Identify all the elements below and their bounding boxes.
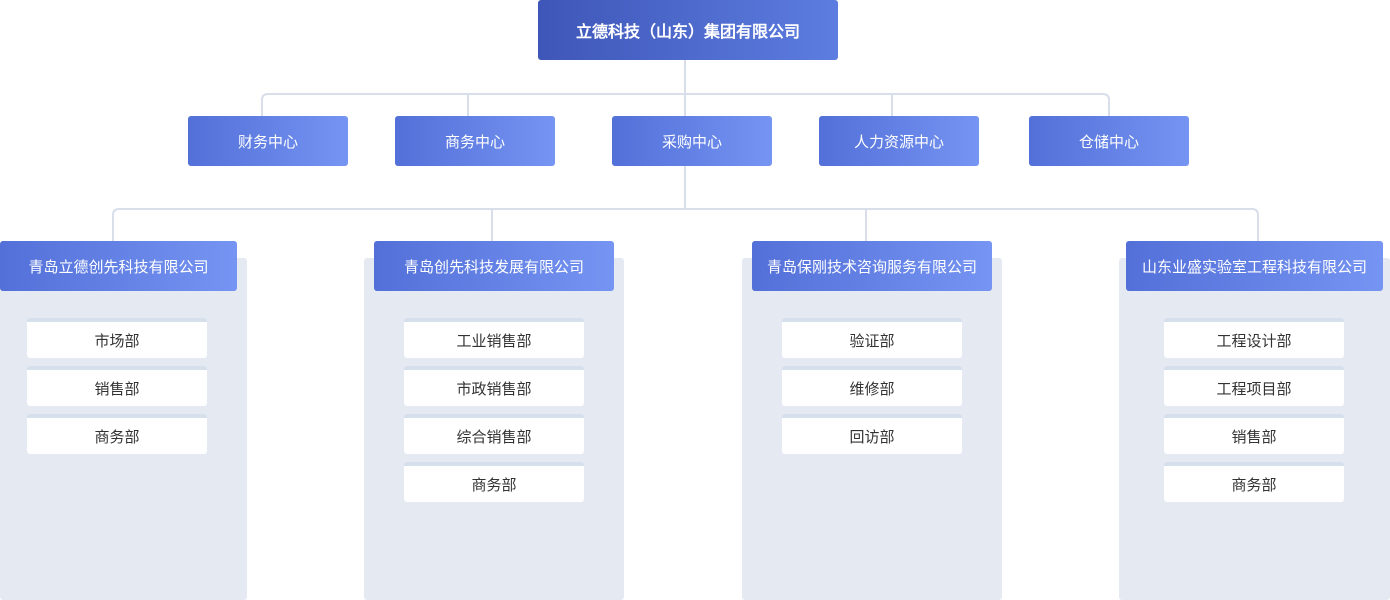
company-1-dept-3: 商务部	[27, 414, 207, 454]
company-2-node: 青岛创先科技发展有限公司	[374, 241, 614, 291]
company-3-node: 青岛保刚技术咨询服务有限公司	[752, 241, 992, 291]
center-warehouse: 仓储中心	[1029, 116, 1189, 166]
company-3-dept-1: 验证部	[782, 318, 962, 358]
company-2-dept-1: 工业销售部	[404, 318, 584, 358]
company-2-dept-4: 商务部	[404, 462, 584, 502]
company-1-node: 青岛立德创先科技有限公司	[0, 241, 237, 291]
center-finance: 财务中心	[188, 116, 348, 166]
companies-bus	[112, 208, 1259, 241]
company-2-dept-3: 综合销售部	[404, 414, 584, 454]
company-2-dept-2: 市政销售部	[404, 366, 584, 406]
company-4-dept-2: 工程项目部	[1164, 366, 1344, 406]
company-4-node: 山东业盛实验室工程科技有限公司	[1126, 241, 1383, 291]
center-business: 商务中心	[395, 116, 555, 166]
center-procurement: 采购中心	[612, 116, 772, 166]
company-4-dept-4: 商务部	[1164, 462, 1344, 502]
company-1-dept-2: 销售部	[27, 366, 207, 406]
company-1-dept-1: 市场部	[27, 318, 207, 358]
company-3-dept-3: 回访部	[782, 414, 962, 454]
company-3-dept-2: 维修部	[782, 366, 962, 406]
center-hr: 人力资源中心	[819, 116, 979, 166]
company-4-dept-1: 工程设计部	[1164, 318, 1344, 358]
group-company-node: 立德科技（山东）集团有限公司	[538, 0, 838, 60]
company-4-dept-3: 销售部	[1164, 414, 1344, 454]
